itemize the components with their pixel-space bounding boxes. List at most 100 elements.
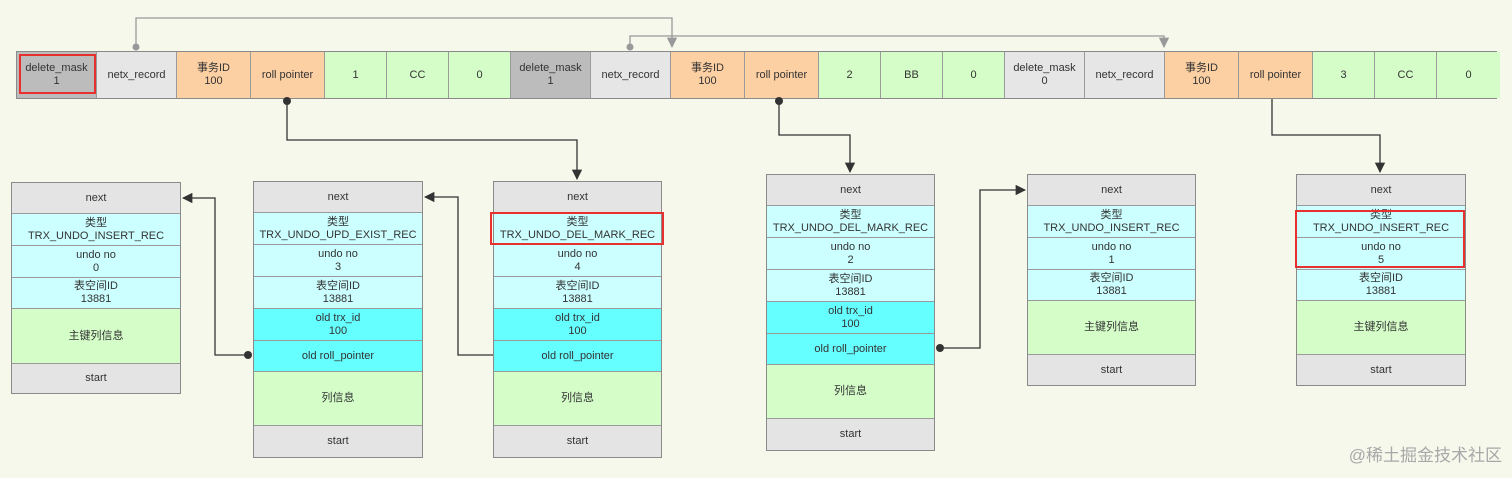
record-field-val: 0: [943, 52, 1005, 98]
record-field-val: CC: [387, 52, 449, 98]
undo-row-text: undo no: [557, 247, 598, 260]
watermark: @稀土掘金技术社区: [1348, 446, 1502, 465]
record-field-label: roll pointer: [261, 68, 314, 81]
next-record-link-1: [135, 17, 678, 49]
undo-row-next: next: [1297, 175, 1465, 206]
undo-row-col: 列信息: [254, 372, 422, 426]
undo-row-text: 3: [334, 260, 342, 273]
undo-row-text: 表空间ID: [74, 280, 118, 292]
record-field-label: 0: [476, 68, 483, 81]
undo-row-text: undo no: [1361, 240, 1401, 253]
record-field-label: 事务ID: [1185, 62, 1218, 74]
undo-row-text: 13881: [1096, 285, 1127, 297]
record-field-label: netx_record: [107, 68, 166, 81]
undo-row-text: old roll_pointer: [541, 349, 614, 362]
undo-row-text: 列信息: [561, 392, 594, 404]
undo-row-text: 类型: [85, 216, 107, 229]
roll-pointer-link-2: [778, 101, 856, 174]
undo-row-text: 0: [92, 261, 100, 274]
undo-row-text: 类型: [839, 208, 862, 221]
undo-row-text: 表空间ID: [555, 279, 600, 292]
record-field-label: delete_mask: [25, 62, 88, 74]
undo-row-text: 主键列信息: [1353, 321, 1409, 333]
undo-row-text: 类型: [566, 215, 589, 228]
record-field-val: BB: [881, 52, 943, 98]
undo-row-start: start: [494, 426, 661, 457]
undo-row-start: start: [1028, 355, 1195, 385]
undo-row-text: undo no: [318, 247, 358, 260]
record-field-label: roll pointer: [1249, 68, 1302, 81]
undo-row-key: 主键列信息: [12, 309, 180, 364]
undo-row-next: next: [254, 182, 422, 213]
undo-row-col: 列信息: [494, 372, 661, 426]
record-field-next: netx_record: [97, 52, 177, 98]
undo-row-text: 列信息: [834, 385, 867, 397]
record-field-val: 1: [325, 52, 387, 98]
record-field-value: 1: [53, 75, 60, 87]
roll-pointer-link-1: [286, 101, 583, 181]
record-field-label: 事务ID: [197, 62, 230, 74]
undo-row-key: 主键列信息: [1028, 301, 1195, 355]
record-field-label: BB: [904, 68, 919, 81]
undo-row-start: start: [12, 364, 180, 393]
undo-row-text: start: [1370, 363, 1392, 376]
record-field-label: 3: [1340, 68, 1347, 81]
undo-row-text: TRX_UNDO_INSERT_REC: [27, 229, 165, 242]
undo-row-text: TRX_UNDO_DEL_MARK_REC: [772, 221, 929, 234]
old-roll-pointer-link-1: [423, 191, 493, 356]
undo-row-oroll: old roll_pointer: [254, 341, 422, 372]
record-field-label: 2: [846, 68, 853, 81]
record-field-next: netx_record: [591, 52, 671, 98]
record-field-value: 0: [1041, 75, 1048, 87]
undo-row-text: next: [1101, 183, 1122, 196]
undo-row-text: TRX_UNDO_INSERT_REC: [1312, 221, 1450, 234]
undo-row-next: next: [12, 183, 180, 214]
undo-row-text: start: [85, 372, 107, 384]
record-field-val: 3: [1313, 52, 1375, 98]
undo-row-text: old trx_id: [555, 311, 600, 324]
record-field-label: CC: [1397, 68, 1414, 81]
record-field-val: 0: [1437, 52, 1500, 98]
record-field-label: roll pointer: [755, 68, 808, 81]
record-field-label: delete_mask: [519, 62, 582, 74]
record-field-value: 100: [698, 75, 717, 87]
old-roll-pointer-link-3: [940, 184, 1027, 349]
undo-row-text: 5: [1377, 253, 1385, 266]
old-roll-pointer-dot-2: [244, 351, 252, 359]
record-field-label: delete_mask: [1013, 62, 1076, 74]
undo-row-text: old roll_pointer: [814, 342, 887, 355]
undo-row-start: start: [767, 419, 934, 450]
undo-row-text: 100: [328, 324, 348, 337]
undo-row-text: start: [839, 428, 862, 440]
next-record-dot-2: [626, 43, 634, 51]
undo-row-text: undo no: [76, 248, 116, 261]
undo-row-text: TRX_UNDO_UPD_EXIST_REC: [259, 228, 417, 241]
undo-row-text: start: [327, 435, 349, 447]
undo-row-start: start: [1297, 355, 1465, 385]
undo-row-text: undo no: [830, 240, 871, 253]
undo-row-text: 13881: [562, 292, 593, 305]
roll-pointer-link-3: [1271, 99, 1386, 174]
undo-row-text: 13881: [80, 293, 112, 305]
undo-row-text: next: [840, 183, 861, 196]
record-field-val: 0: [449, 52, 511, 98]
undo-row-text: 表空间ID: [316, 279, 360, 292]
undo-row-text: 列信息: [321, 392, 355, 404]
undo-row-text: old trx_id: [828, 304, 873, 317]
record-field-label: CC: [409, 68, 426, 81]
undo-row-text: old roll_pointer: [301, 349, 375, 362]
undo-row-oroll: old roll_pointer: [767, 334, 934, 365]
